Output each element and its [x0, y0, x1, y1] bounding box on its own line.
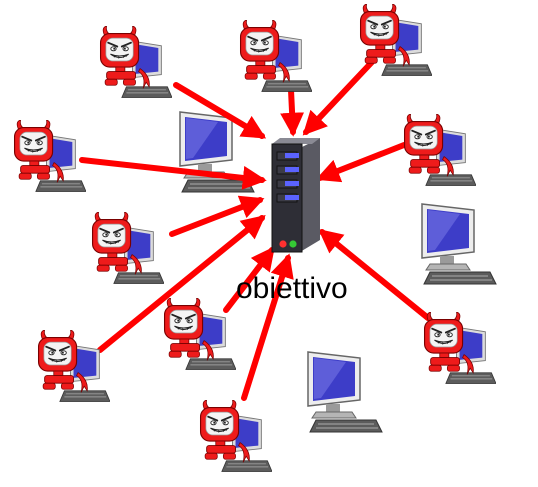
server-icon [271, 138, 320, 253]
attack-arrow [169, 195, 265, 237]
attack-arrow [223, 246, 275, 313]
devil-computer-icon [199, 400, 272, 473]
devil-computer-icon [37, 330, 110, 403]
attack-arrow [79, 157, 267, 190]
attack-arrow [173, 82, 267, 139]
attack-arrow [280, 87, 305, 137]
devil-computer-icon [91, 212, 164, 285]
devil-computer-icon [99, 26, 172, 99]
devil-computer-icon [239, 20, 312, 93]
devil-computer-icon [403, 114, 476, 187]
attack-arrow [241, 253, 294, 401]
normal-computer-icon [307, 351, 383, 433]
attack-arrow [315, 142, 407, 183]
attack-arrow [302, 59, 375, 136]
attack-arrow [318, 228, 431, 321]
devil-computer-icon [13, 120, 86, 193]
normal-computer-icon [421, 203, 497, 285]
devil-computer-icon [423, 312, 496, 385]
attack-arrow [97, 214, 266, 353]
attack-arrows [79, 59, 431, 401]
target-label: obiettivo [236, 272, 348, 305]
